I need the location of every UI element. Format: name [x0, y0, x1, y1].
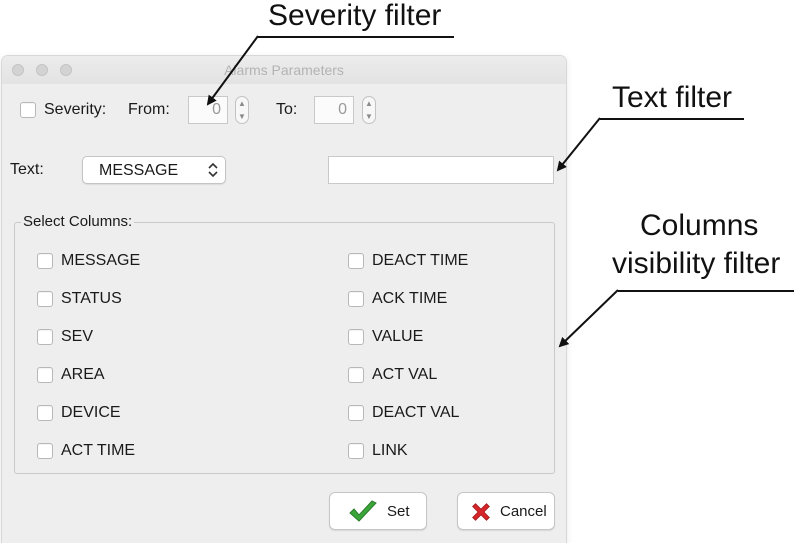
- column-checkbox-act-time[interactable]: [37, 443, 53, 459]
- column-checkbox-area[interactable]: [37, 367, 53, 383]
- select-columns-group: Select Columns: MESSAGE STATUS SEV AREA …: [14, 213, 555, 474]
- column-checkbox-value[interactable]: [348, 329, 364, 345]
- close-button[interactable]: [12, 64, 24, 76]
- chevron-down-icon[interactable]: ▼: [238, 112, 246, 121]
- text-field-selected-value: MESSAGE: [99, 162, 179, 179]
- text-label: Text:: [10, 161, 44, 178]
- cancel-button[interactable]: Cancel: [457, 492, 555, 530]
- column-checkbox-status[interactable]: [37, 291, 53, 307]
- minimize-button[interactable]: [36, 64, 48, 76]
- column-label: LINK: [372, 442, 408, 459]
- annotation-severity-underline: [258, 36, 454, 38]
- column-label: DEVICE: [61, 404, 121, 421]
- column-label: ACT VAL: [372, 366, 438, 383]
- from-label: From:: [128, 101, 170, 118]
- chevron-down-icon[interactable]: ▼: [365, 112, 373, 121]
- annotation-text-underline: [600, 118, 744, 120]
- severity-label: Severity:: [44, 101, 107, 118]
- severity-arrow: [206, 35, 259, 106]
- column-label: DEACT VAL: [372, 404, 460, 421]
- column-label: ACT TIME: [61, 442, 136, 459]
- set-button-label: Set: [387, 503, 410, 520]
- column-label: STATUS: [61, 290, 122, 307]
- column-checkbox-sev[interactable]: [37, 329, 53, 345]
- text-field-select[interactable]: MESSAGE: [82, 156, 226, 184]
- columns-arrow: [558, 289, 619, 348]
- column-checkbox-deact-val[interactable]: [348, 405, 364, 421]
- column-checkbox-link[interactable]: [348, 443, 364, 459]
- zoom-button[interactable]: [60, 64, 72, 76]
- column-checkbox-device[interactable]: [37, 405, 53, 421]
- annotation-columns-line1: Columns: [640, 209, 759, 242]
- to-label: To:: [276, 101, 298, 118]
- annotation-columns-line2: visibility filter: [612, 247, 781, 280]
- alarms-parameters-window: Alarms Parameters Severity: From: 0 ▲ ▼ …: [2, 56, 566, 543]
- text-filter-input[interactable]: [328, 156, 554, 184]
- select-columns-title: Select Columns:: [21, 213, 135, 230]
- cancel-button-label: Cancel: [500, 503, 547, 520]
- column-label: SEV: [61, 328, 94, 345]
- column-label: MESSAGE: [61, 252, 141, 269]
- column-label: ACK TIME: [372, 290, 448, 307]
- chevron-up-icon[interactable]: ▲: [365, 99, 373, 108]
- annotation-severity-filter: Severity filter: [268, 0, 442, 32]
- column-checkbox-ack-time[interactable]: [348, 291, 364, 307]
- title-bar[interactable]: Alarms Parameters: [2, 56, 566, 84]
- annotation-columns-underline: [618, 290, 794, 292]
- chevron-up-icon[interactable]: ▲: [238, 99, 246, 108]
- column-label: AREA: [61, 366, 105, 383]
- column-label: VALUE: [372, 328, 424, 345]
- severity-checkbox[interactable]: [20, 102, 36, 118]
- column-checkbox-deact-time[interactable]: [348, 253, 364, 269]
- red-x-icon: [472, 503, 490, 521]
- set-button[interactable]: Set: [329, 492, 427, 530]
- to-value-field[interactable]: 0: [314, 96, 354, 124]
- checkmark-icon: [349, 500, 377, 522]
- updown-chevron-icon: [208, 162, 218, 178]
- column-label: DEACT TIME: [372, 252, 469, 269]
- column-checkbox-message[interactable]: [37, 253, 53, 269]
- window-title: Alarms Parameters: [224, 62, 344, 78]
- column-checkbox-act-val[interactable]: [348, 367, 364, 383]
- from-stepper[interactable]: ▲ ▼: [235, 96, 249, 124]
- to-stepper[interactable]: ▲ ▼: [362, 96, 376, 124]
- text-arrow: [556, 117, 601, 172]
- annotation-text-filter: Text filter: [612, 81, 733, 114]
